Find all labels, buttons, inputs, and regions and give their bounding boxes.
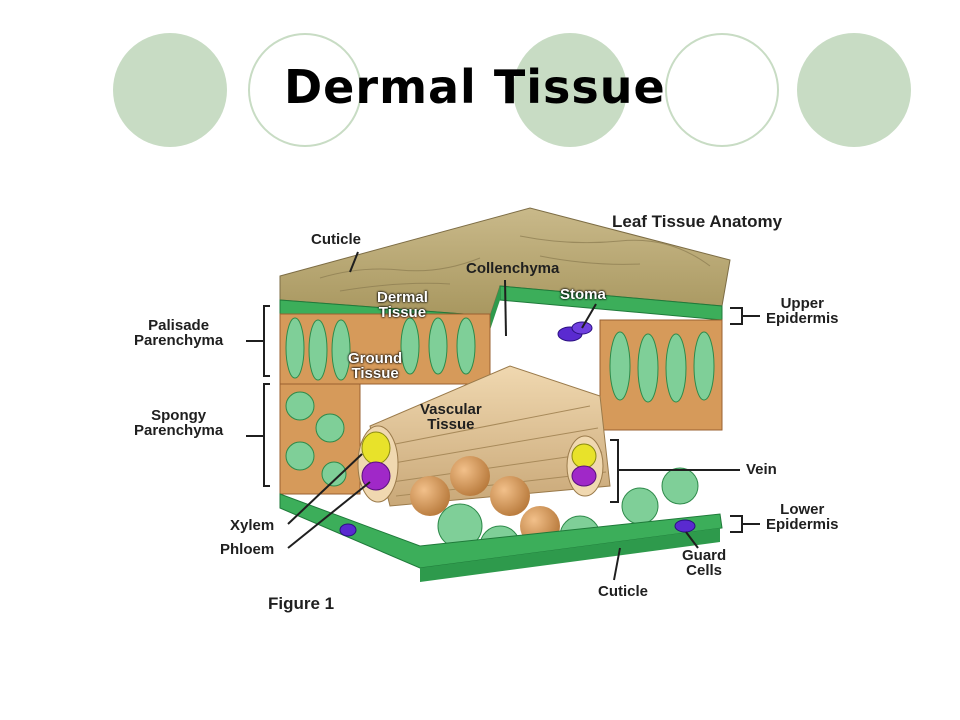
label-guard-cells: Guard Cells [682,547,727,579]
label-ground-tissue: Ground Tissue [348,350,403,382]
decor-circle-1 [113,33,227,147]
palisade-layer [279,313,723,431]
lower-epidermis-layer [279,493,723,582]
label-cuticle-top: Cuticle [311,231,362,248]
decor-circle-5 [797,33,911,147]
spongy-layer [279,383,361,495]
label-leaders [246,251,760,581]
label-upper-epidermis: Upper Epidermis [766,295,839,327]
label-vascular-tissue: Vascular Tissue [420,401,482,433]
label-palisade-parenchyma: Palisade Parenchyma [134,317,224,349]
figure-title: Leaf Tissue Anatomy [612,212,783,231]
label-vein: Vein [746,461,777,478]
leaf-diagram [246,207,760,582]
label-cuticle-bottom: Cuticle [598,583,649,600]
leaf-anatomy-figure: Leaf Tissue Anatomy Cuticle Collenchyma … [120,196,860,626]
vascular-tissue-vein [357,365,611,507]
label-dermal-tissue: Dermal Tissue [377,289,428,321]
decor-circle-4 [665,33,779,147]
label-lower-epidermis: Lower Epidermis [766,501,839,533]
label-collenchyma: Collenchyma [466,260,560,277]
decor-circle-2 [248,33,362,147]
decorative-circles [0,0,960,160]
label-xylem: Xylem [230,517,275,534]
label-stoma: Stoma [560,286,606,303]
label-phloem: Phloem [220,541,275,558]
figure-caption: Figure 1 [268,594,335,613]
stoma-marker [557,321,593,342]
label-spongy-parenchyma: Spongy Parenchyma [134,407,224,439]
decor-circle-3 [513,33,627,147]
slide-title: Dermal Tissue [284,60,666,114]
guard-cells-marker [339,519,696,537]
